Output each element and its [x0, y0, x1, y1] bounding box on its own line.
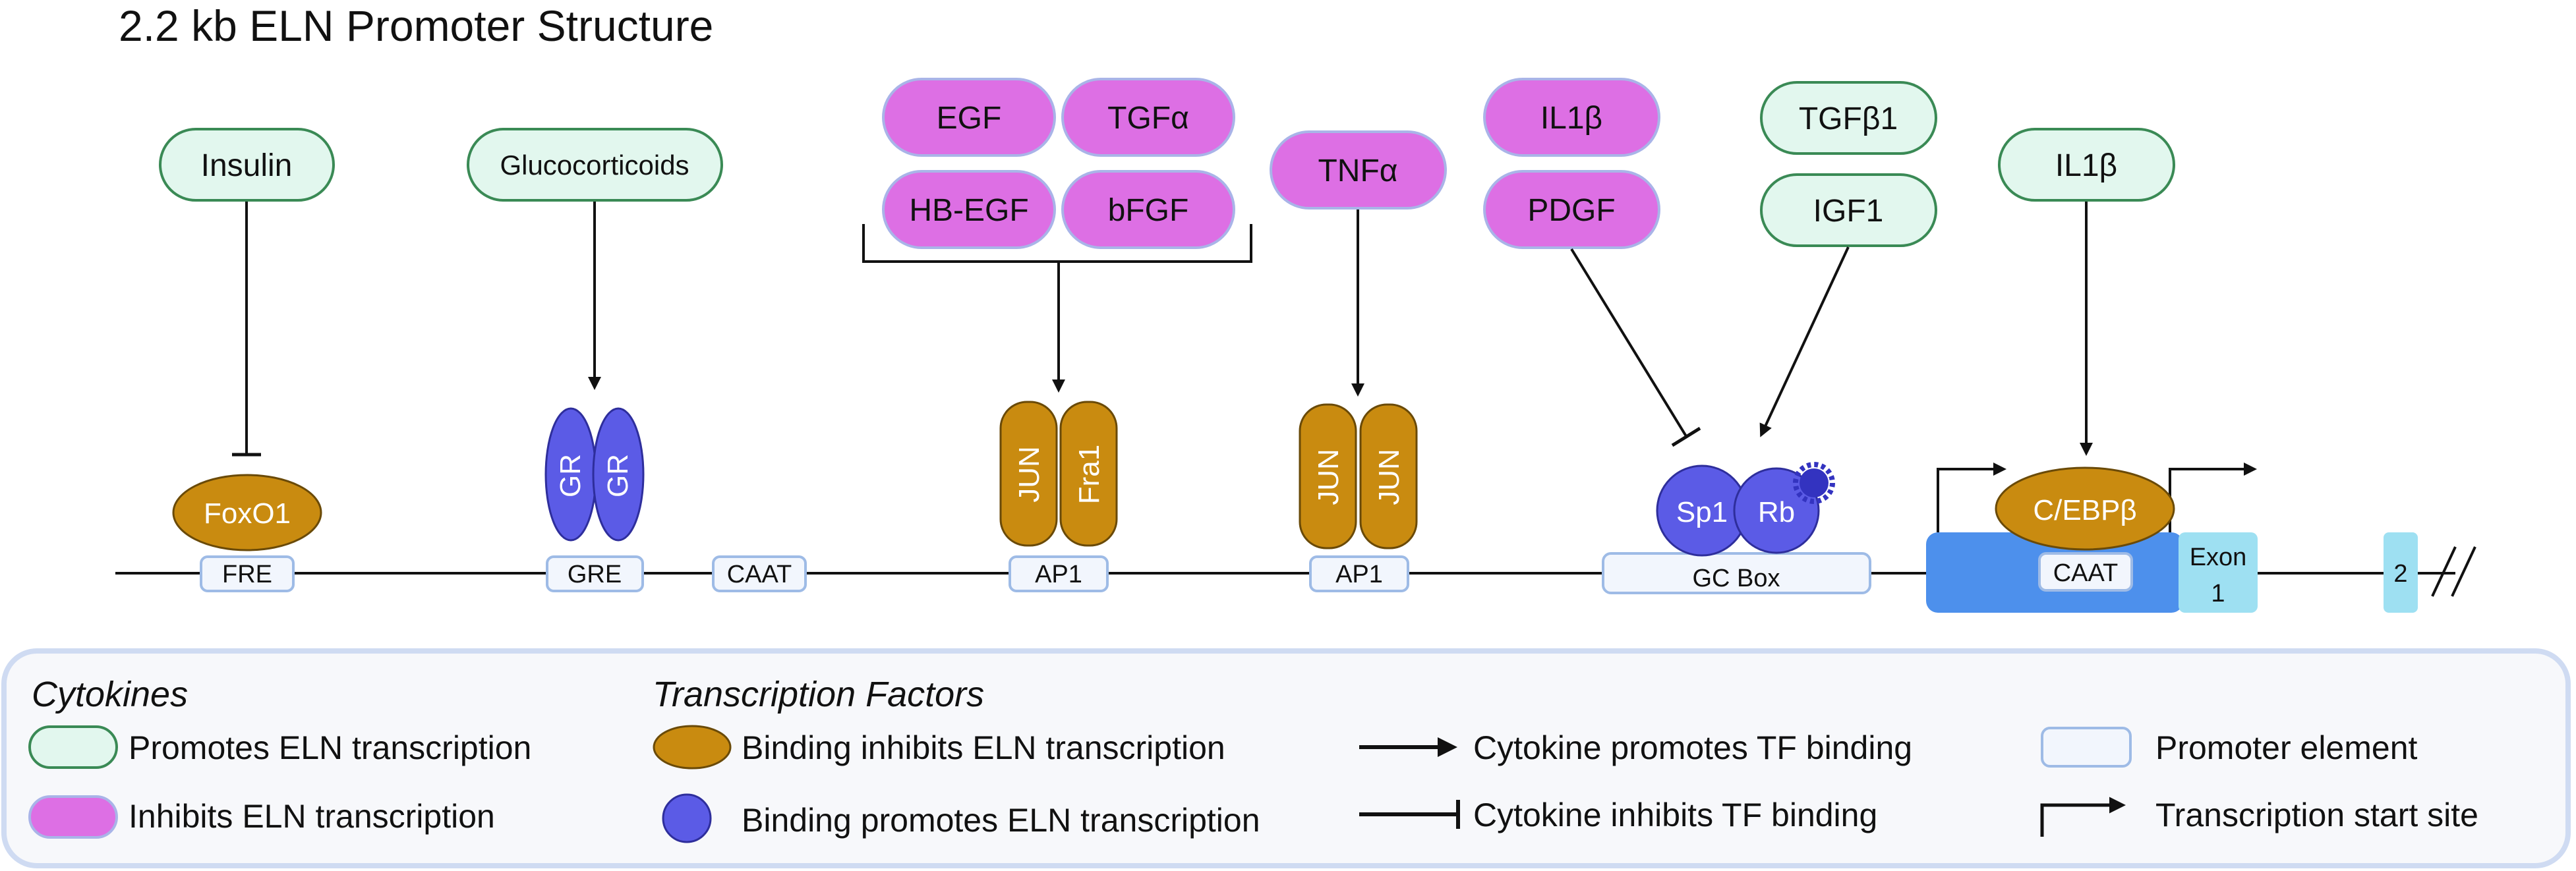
legend-tf-promotes-label: Binding promotes ELN transcription	[742, 802, 1260, 839]
cytokine-hbegf-label: HB-EGF	[909, 193, 1028, 228]
tss-arrow-2	[2169, 463, 2257, 532]
exon-2-label: 2	[2393, 560, 2407, 588]
cytokine-il1b-b: IL1β	[1998, 128, 2175, 202]
legend-inhibits-swatch	[28, 795, 118, 839]
cytokine-hbegf: HB-EGF	[882, 170, 1056, 249]
tf-sp1-rb: Sp1 Rb	[1656, 462, 1835, 557]
exon-1-label-line2: 1	[2211, 580, 2225, 607]
cytokine-il1b-a: IL1β	[1483, 78, 1660, 157]
element-ap1-a: AP1	[1009, 555, 1109, 592]
legend-cytokines-heading: Cytokines	[32, 675, 188, 714]
element-gre-label: GRE	[568, 561, 622, 588]
legend-tf-inhibits-swatch	[653, 725, 732, 770]
tf-foxo1-label: FoxO1	[204, 497, 291, 530]
inhibit-pdgf-sp1	[1570, 248, 1687, 437]
cytokine-tnfa: TNFα	[1270, 130, 1447, 210]
tf-gr-2-label: GR	[602, 454, 634, 497]
element-ap1-a-label: AP1	[1035, 561, 1082, 588]
legend-box	[1, 648, 2571, 868]
cytokine-egf: EGF	[882, 78, 1056, 157]
tf-rb-label: Rb	[1758, 496, 1795, 528]
exon-1: Exon 1	[2179, 532, 2258, 613]
cytokine-tgfb1: TGFβ1	[1760, 81, 1937, 155]
cytokine-igf1: IGF1	[1760, 173, 1937, 247]
tf-jun-2-label: JUN	[1312, 449, 1345, 505]
tf-jun-1-label: JUN	[1013, 446, 1045, 503]
element-gc-box: GC Box	[1602, 552, 1871, 594]
legend-tss-icon	[2040, 797, 2126, 837]
cytokine-pdgf-label: PDGF	[1527, 193, 1615, 228]
cytokine-bfgf: bFGF	[1061, 170, 1235, 249]
exon-2: 2	[2384, 532, 2418, 613]
tf-jun-3-label: JUN	[1373, 449, 1405, 505]
legend-arrow-promotes-label: Cytokine promotes TF binding	[1473, 729, 1912, 766]
legend-promotes-label: Promotes ELN transcription	[129, 729, 531, 766]
element-caat-2-label: CAAT	[2053, 559, 2119, 587]
legend-tf-heading: Transcription Factors	[653, 675, 984, 714]
cytokine-insulin: Insulin	[159, 128, 335, 202]
break-mark-1	[2431, 546, 2457, 597]
legend-promoter-element-swatch	[2041, 727, 2132, 768]
cytokine-insulin-label: Insulin	[201, 148, 293, 183]
tf-cebpb: C/EBPβ	[1995, 466, 2175, 551]
tf-jun-fra1: JUN Fra1	[999, 401, 1118, 547]
tf-jun-jun: JUN JUN	[1299, 403, 1418, 549]
cytokine-il1b-b-label: IL1β	[2055, 148, 2117, 183]
legend-tf-inhibits-label: Binding inhibits ELN transcription	[742, 729, 1225, 766]
break-mark-2	[2451, 546, 2476, 597]
element-ap1-b-label: AP1	[1335, 561, 1383, 588]
tf-gr-dimer: GR GR	[544, 407, 645, 542]
legend-promoter-element-label: Promoter element	[2155, 729, 2417, 766]
tf-foxo1: FoxO1	[172, 474, 322, 551]
tss-arrow-1	[1937, 463, 2006, 532]
cytokine-bfgf-label: bFGF	[1108, 193, 1189, 228]
cytokine-pdgf: PDGF	[1483, 170, 1660, 249]
cytokine-tgfb1-label: TGFβ1	[1799, 101, 1898, 136]
element-gc-box-label: GC Box	[1692, 565, 1780, 592]
inhibit-bar-sp1	[1671, 426, 1701, 447]
cytokine-il1b-a-label: IL1β	[1540, 101, 1602, 136]
tf-cebpb-label: C/EBPβ	[2033, 494, 2136, 526]
cytokine-egf-label: EGF	[937, 101, 1002, 136]
element-caat-2: CAAT	[2038, 552, 2133, 592]
tf-gr-1-label: GR	[554, 454, 587, 497]
tf-sp1-label: Sp1	[1676, 496, 1728, 528]
diagram-title: 2.2 kb ELN Promoter Structure	[119, 1, 713, 50]
element-caat-1-label: CAAT	[727, 561, 792, 588]
rb-phosphate-icon	[1793, 462, 1835, 504]
element-gre: GRE	[546, 555, 644, 592]
legend: Cytokines Promotes ELN transcription Inh…	[1, 648, 2571, 868]
exon-1-label-line1: Exon	[2190, 544, 2247, 571]
cytokine-tgfa-label: TGFα	[1107, 101, 1189, 136]
legend-inhibits-label: Inhibits ELN transcription	[129, 798, 495, 835]
cytokine-igf1-label: IGF1	[1813, 194, 1884, 229]
element-ap1-b: AP1	[1309, 555, 1409, 592]
legend-tf-promotes-swatch	[662, 793, 712, 843]
legend-tss-label: Transcription start site	[2155, 797, 2478, 833]
element-fre-label: FRE	[222, 561, 272, 588]
element-fre: FRE	[200, 555, 295, 592]
element-caat-1: CAAT	[712, 555, 807, 592]
arrow-igf1-rb	[1759, 246, 1850, 437]
cytokine-tgfa: TGFα	[1061, 78, 1235, 157]
cytokine-glucocorticoids-label: Glucocorticoids	[500, 150, 689, 181]
cytokine-tnfa-label: TNFα	[1318, 154, 1397, 188]
cytokine-glucocorticoids: Glucocorticoids	[467, 128, 723, 202]
legend-promotes-swatch	[28, 725, 118, 769]
tf-fra1-label: Fra1	[1073, 445, 1105, 504]
legend-arrow-inhibits-label: Cytokine inhibits TF binding	[1473, 797, 1877, 833]
